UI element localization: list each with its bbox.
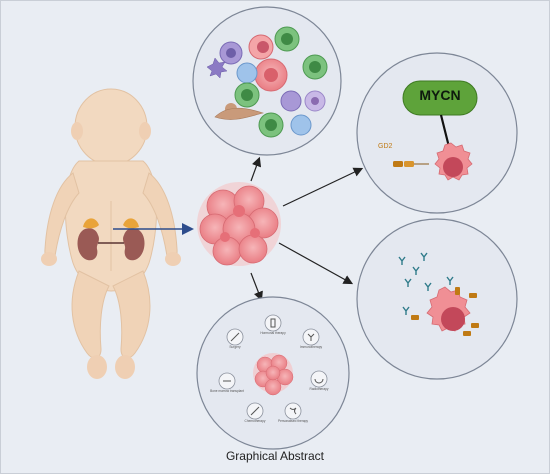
gd2-label: GD2 — [378, 143, 393, 150]
figure-caption: Graphical Abstract — [225, 449, 325, 463]
tumor-small — [253, 353, 294, 396]
dna-person-icon — [284, 402, 302, 420]
arrow-to-treatments — [250, 272, 263, 302]
arrow-to-immunotherapy — [278, 242, 354, 285]
treatment-label-radiotherapy: Radiotherapy — [309, 387, 329, 391]
mycn-label: MYCN — [419, 87, 461, 103]
adrenal-gland-left — [83, 218, 99, 229]
arrow-to-mycn — [282, 167, 364, 207]
adrenal-gland-right — [123, 218, 139, 229]
tumor-cluster — [197, 182, 281, 266]
hormone-vial-icon — [264, 314, 282, 332]
kidneys — [77, 218, 145, 261]
antibodies — [398, 252, 454, 315]
treatment-label-chemotherapy: Chemotherapy — [244, 419, 266, 423]
mycn-panel — [356, 52, 518, 214]
treatment-label-immunotherapy: Immunotherapy — [299, 345, 323, 349]
treatment-label-surgery: Surgery — [229, 345, 241, 349]
radiation-icon — [310, 370, 328, 388]
infant-figure — [41, 88, 181, 379]
gd2-receptor — [393, 161, 429, 167]
mycn-badge — [402, 80, 478, 116]
treatment-label-bone-marrow: Bone marrow transplant — [210, 389, 244, 393]
arrow-to-microenvironment — [250, 156, 262, 182]
treatment-label-personalised: Personalised therapy — [278, 419, 308, 423]
immunotherapy-panel — [356, 218, 518, 380]
microenvironment-panel — [192, 6, 342, 156]
treatments-panel — [196, 296, 350, 450]
treatment-label-hormonal: Hormonal therapy — [260, 331, 286, 335]
